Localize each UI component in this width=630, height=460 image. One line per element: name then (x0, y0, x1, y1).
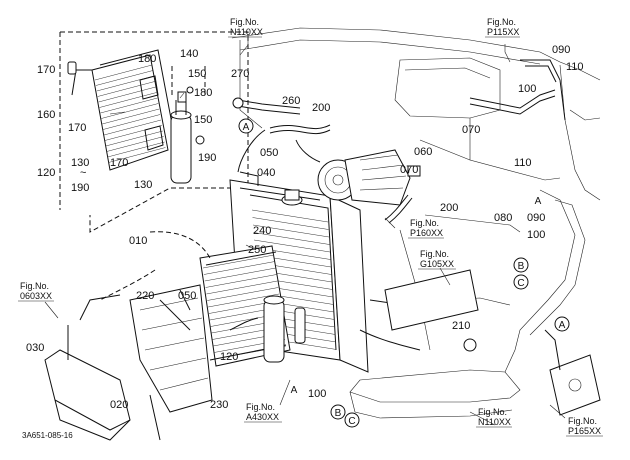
part-number: 050 (178, 290, 196, 302)
part-number: 270 (231, 68, 249, 80)
part-number: 200 (312, 102, 330, 114)
part-number: 250 (248, 244, 266, 256)
condenser-detail (67, 49, 177, 171)
part-number: 040 (257, 167, 275, 179)
fig-ref-p115xx: Fig.No. P115XX (485, 17, 520, 38)
part-number: 140 (180, 48, 198, 60)
part-number: 020 (110, 399, 128, 411)
fig-ref-a430xx: Fig.No. A430XX (244, 402, 282, 423)
part-number: 150 (188, 68, 206, 80)
part-number: 060 (414, 146, 432, 158)
part-number: 120 (37, 167, 55, 179)
callout-letter-a: A (535, 196, 542, 207)
range-symbol: ~ (80, 167, 86, 179)
part-number: 240 (253, 225, 271, 237)
svg-text:P165XX: P165XX (568, 426, 601, 436)
part-number: 090 (527, 212, 545, 224)
part-number: 030 (26, 342, 44, 354)
callout-letter-a: A (559, 320, 566, 331)
part-number: 210 (452, 320, 470, 332)
callout-a-3: A (291, 385, 298, 396)
part-number: 070 (400, 164, 418, 176)
part-number: 110 (566, 61, 584, 73)
svg-text:P115XX: P115XX (487, 27, 519, 37)
svg-text:Fig.No.: Fig.No. (246, 402, 275, 412)
part-number: 170 (68, 122, 86, 134)
detail-box (59, 31, 249, 233)
svg-text:Fig.No.: Fig.No. (487, 17, 516, 27)
front-panel (44, 284, 213, 441)
callout-letter-b: B (518, 261, 525, 272)
svg-text:Fig.No.: Fig.No. (420, 249, 449, 259)
callout-a-1: A (238, 118, 254, 134)
callout-letter-a: A (243, 122, 250, 133)
part-number: 070 (462, 124, 480, 136)
svg-text:Fig.No.: Fig.No. (478, 407, 507, 417)
diagram-code: 3A651-085-16 (22, 431, 73, 440)
callout-a-2: A (535, 196, 542, 207)
svg-text:Fig.No.: Fig.No. (230, 17, 259, 27)
callout-letter-c: C (517, 278, 524, 289)
part-labels: 170 180 140 150 180 160 170 150 130 170 … (22, 44, 584, 440)
callout-c-1: C (513, 274, 529, 290)
part-number: 110 (514, 157, 532, 169)
part-number: 220 (136, 290, 154, 302)
part-number: 080 (494, 212, 512, 224)
leader-lines (44, 34, 566, 426)
callout-c-2: C (344, 412, 360, 428)
callout-b-1: B (513, 257, 529, 273)
fig-ref-p160xx: Fig.No. P160XX (408, 218, 444, 239)
svg-text:N110XX: N110XX (230, 27, 263, 37)
part-number: 200 (440, 202, 458, 214)
part-number: 150 (194, 114, 212, 126)
part-number: 100 (518, 83, 536, 95)
fig-ref-n110xx-bottom: Fig.No. N110XX (476, 407, 512, 428)
fig-ref-p165xx: Fig.No. P165XX (566, 416, 603, 437)
part-number: 120 (220, 351, 238, 363)
part-number: 100 (308, 388, 326, 400)
part-number: 180 (194, 87, 212, 99)
condenser (199, 245, 306, 367)
svg-text:G105XX: G105XX (420, 259, 454, 269)
svg-text:A430XX: A430XX (246, 412, 279, 422)
part-number: 050 (260, 147, 278, 159)
callout-b-2: B (330, 404, 346, 420)
fig-ref-g105xx: Fig.No. G105XX (418, 249, 456, 270)
part-number: 190 (198, 152, 216, 164)
callout-letter-c: C (348, 416, 355, 427)
part-number: 180 (138, 53, 156, 65)
part-number: 090 (552, 44, 570, 56)
part-number: 170 (37, 64, 55, 76)
svg-text:P160XX: P160XX (410, 228, 443, 238)
part-number: 170 (110, 157, 128, 169)
receiver-drier-detail (170, 66, 206, 184)
part-number: 100 (527, 229, 545, 241)
tractor-frame (231, 27, 601, 419)
part-number: 160 (37, 109, 55, 121)
fig-ref-0603xx: Fig.No. 0603XX (18, 281, 54, 302)
part-number: 260 (282, 95, 300, 107)
fig-ref-n110xx-top: Fig.No. N110XX (228, 17, 263, 38)
svg-text:N110XX: N110XX (478, 417, 511, 427)
callout-letter-a: A (291, 385, 298, 396)
svg-text:Fig.No.: Fig.No. (568, 416, 597, 426)
callout-letter-b: B (335, 408, 342, 419)
part-number: 010 (129, 235, 147, 247)
compressor (317, 149, 421, 206)
part-number: 130 (71, 157, 89, 169)
part-number: 130 (134, 179, 152, 191)
svg-text:Fig.No.: Fig.No. (410, 218, 439, 228)
part-number: 190 (71, 182, 89, 194)
part-number: 230 (210, 399, 228, 411)
svg-text:0603XX: 0603XX (20, 291, 52, 301)
callout-a-4: A (554, 316, 570, 332)
brackets (384, 269, 601, 416)
svg-text:Fig.No.: Fig.No. (20, 281, 49, 291)
